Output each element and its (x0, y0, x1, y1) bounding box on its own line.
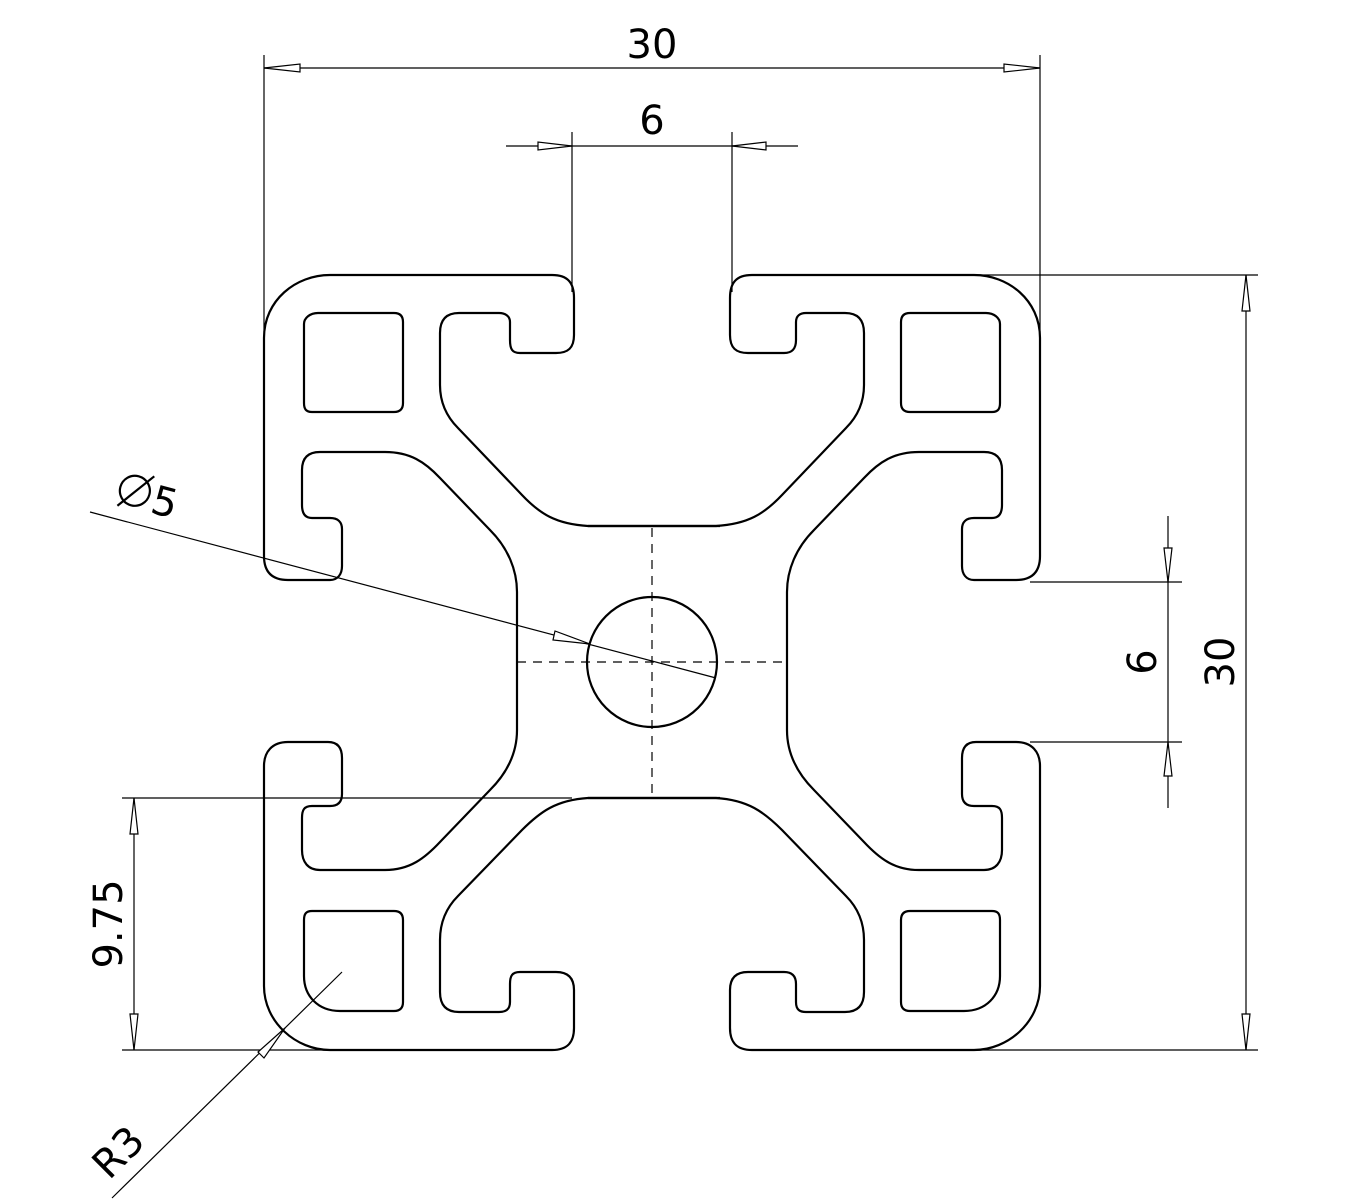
arrowhead (1163, 547, 1173, 583)
dimension-label-side-slot-width: 6 (1120, 649, 1166, 674)
dimension-overall-height: 30 (975, 274, 1258, 1051)
profile-outer-right (588, 273, 1042, 1052)
diameter-symbol-icon (116, 474, 155, 507)
arrowhead (129, 797, 139, 835)
dimension-bore-diameter: 5 (89, 474, 717, 679)
arrowhead (552, 630, 591, 645)
center-lines (517, 528, 787, 798)
dimension-side-slot-width: 6 (1030, 516, 1182, 808)
cavity-top-left (302, 311, 405, 414)
arrowhead (263, 63, 301, 73)
arrowhead (129, 1013, 139, 1051)
arrowhead (1241, 274, 1251, 312)
dimension-corner-radius: R3 (84, 971, 343, 1199)
dimension-label-corner-radius: R3 (84, 1118, 154, 1188)
cavity-top-right (899, 311, 1002, 414)
arrowhead (537, 141, 573, 151)
cavity-bottom-right (899, 909, 1002, 1013)
dimension-overall-width: 30 (263, 22, 1041, 330)
profile-outer-top-left (262, 273, 720, 1052)
dimension-label-offset: 9.75 (86, 879, 132, 968)
arrowhead (1163, 741, 1173, 777)
dimension-label-overall-width: 30 (627, 22, 678, 68)
arrowhead (257, 1027, 286, 1059)
dimension-offset: 9.75 (86, 797, 572, 1051)
cavity-bottom-left (302, 909, 405, 1013)
dimension-label-bore-diameter: 5 (146, 477, 182, 528)
arrowhead (731, 141, 767, 151)
dimension-label-overall-height: 30 (1198, 637, 1244, 688)
dimension-slot-width: 6 (506, 98, 798, 292)
arrowhead (1003, 63, 1041, 73)
arrowhead (1241, 1013, 1251, 1051)
dimension-label-slot-width: 6 (639, 98, 664, 144)
